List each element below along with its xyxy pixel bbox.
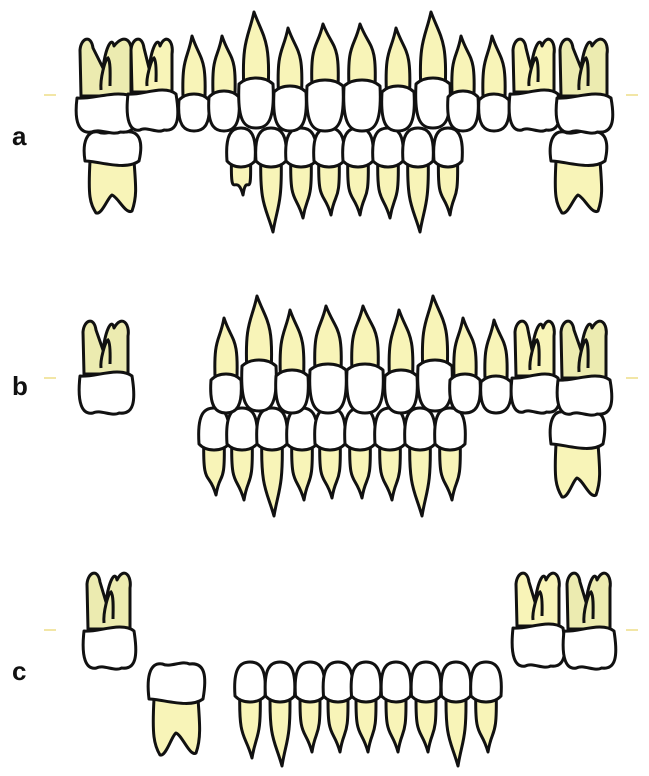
lower-tooth-icon — [343, 128, 374, 215]
upper-premolar-icon — [209, 36, 240, 131]
lower-tooth-icon — [295, 662, 325, 752]
panel-label-a: a — [12, 123, 26, 149]
upper-canine-icon — [239, 12, 274, 128]
upper-premolar-icon — [211, 318, 242, 413]
upper-canine-icon — [242, 296, 277, 411]
lower-molar-icon — [84, 131, 141, 213]
upper-molar-icon — [557, 321, 612, 415]
upper-molar-icon — [512, 573, 565, 667]
lower-tooth-icon — [323, 662, 353, 752]
upper-incisor-icon — [276, 310, 309, 413]
upper-premolar-icon — [481, 320, 512, 413]
lower-tooth-icon — [405, 408, 436, 516]
lower-tooth-icon — [256, 128, 287, 232]
upper-incisor-icon — [310, 306, 347, 413]
lower-tooth-icon — [373, 128, 404, 218]
upper-molar-icon — [556, 39, 613, 133]
upper-premolar-icon — [450, 318, 481, 413]
lower-tooth-icon — [199, 408, 230, 495]
panel-label-b: b — [12, 373, 28, 399]
lower-molar-icon — [550, 131, 607, 213]
upper-premolar-icon — [179, 36, 210, 131]
lower-tooth-icon — [227, 408, 258, 500]
lower-tooth-icon — [235, 662, 266, 758]
lower-tooth-icon — [314, 128, 345, 215]
upper-incisor-icon — [385, 310, 418, 413]
lower-molar-icon — [148, 663, 205, 755]
lower-tooth-icon — [375, 408, 406, 500]
lower-tooth-icon — [257, 408, 288, 516]
panel-label-c: c — [12, 658, 26, 684]
lower-tooth-icon — [315, 408, 346, 498]
upper-incisor-icon — [347, 306, 384, 413]
lower-tooth-icon — [411, 662, 441, 752]
upper-incisor-icon — [344, 24, 381, 131]
upper-molar-icon — [509, 39, 560, 131]
lower-tooth-icon — [345, 408, 376, 498]
upper-molar-icon — [511, 321, 560, 413]
upper-canine-icon — [418, 296, 453, 411]
upper-molar-icon — [127, 39, 178, 131]
lower-molar-icon — [550, 411, 605, 497]
lower-tooth-icon — [434, 128, 463, 215]
lower-tooth-icon — [381, 662, 411, 752]
upper-premolar-icon — [479, 36, 510, 131]
lower-tooth-icon — [471, 662, 502, 752]
lower-tooth-icon — [287, 408, 318, 500]
lower-tooth-icon — [265, 662, 295, 766]
upper-incisor-icon — [307, 24, 344, 131]
lower-tooth-icon — [441, 662, 471, 766]
lower-tooth-icon — [286, 128, 317, 218]
lower-tooth-icon — [351, 662, 381, 752]
upper-molar-icon — [79, 321, 134, 414]
upper-incisor-icon — [382, 28, 415, 131]
upper-premolar-icon — [448, 36, 479, 131]
upper-canine-icon — [416, 12, 451, 128]
lower-tooth-icon — [403, 128, 434, 232]
upper-molar-icon — [83, 573, 136, 669]
lower-tooth-icon — [435, 408, 466, 500]
upper-molar-icon — [563, 573, 616, 669]
upper-incisor-icon — [274, 28, 307, 131]
lower-tooth-icon — [227, 128, 256, 195]
